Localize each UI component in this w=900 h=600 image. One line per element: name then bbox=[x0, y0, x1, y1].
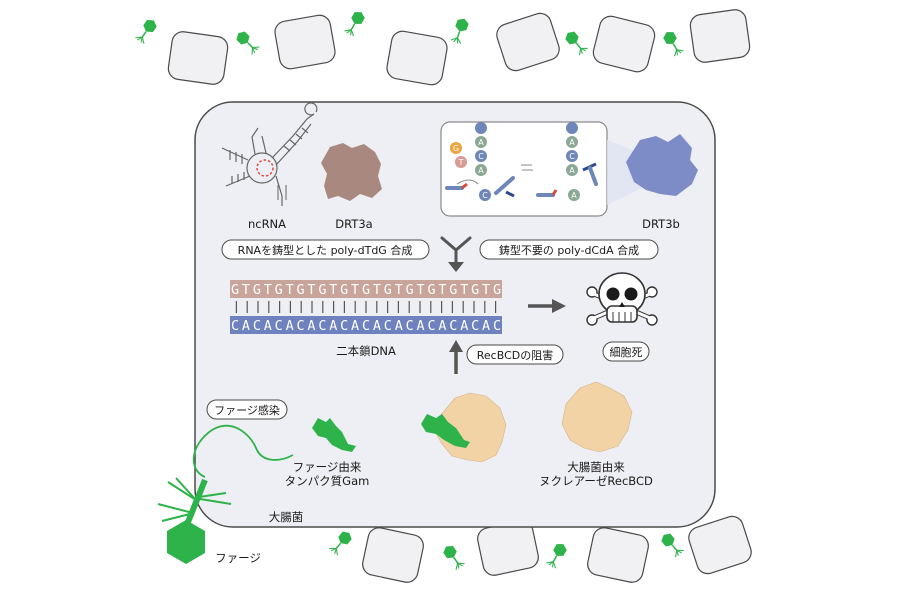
phage-label: ファージ bbox=[215, 551, 261, 565]
nuc-a-1: A bbox=[478, 138, 484, 147]
nuc-c-2: C bbox=[482, 191, 488, 200]
injected-phage-dna bbox=[192, 424, 294, 478]
drt3a-label: DRT3a bbox=[335, 217, 372, 231]
recbcd-label-line-2: ヌクレアーゼRecBCD bbox=[539, 474, 653, 488]
gam-label-line-2: タンパク質Gam bbox=[285, 474, 370, 488]
poly-dtdg-pill bbox=[221, 239, 430, 260]
ecoli-label: 大腸菌 bbox=[269, 510, 304, 524]
gam-bound bbox=[421, 414, 470, 448]
drt3a-protein bbox=[321, 143, 382, 201]
recbcd-label-line-1: 大腸菌由来 bbox=[567, 460, 625, 474]
nuc-g: G bbox=[453, 144, 459, 153]
merge-arrow bbox=[440, 236, 472, 264]
nucleotide-inset: G T A C A C A C A A bbox=[440, 121, 608, 217]
infection-text: ファージ感染 bbox=[214, 403, 280, 417]
dna-bottom-strand bbox=[230, 316, 502, 334]
dna-top-strand bbox=[230, 280, 502, 298]
gam-label-line-1: ファージ由来 bbox=[293, 460, 362, 474]
nuc-a-5: A bbox=[571, 191, 577, 200]
dna-bottom-sequence: CACACACACACACACACACACACAC bbox=[231, 319, 501, 334]
recbcd-block-pill bbox=[466, 344, 564, 365]
recbcd-block-text: RecBCDの阻害 bbox=[477, 348, 553, 362]
nuc-a-3: A bbox=[569, 138, 575, 147]
nuc-c-1: C bbox=[478, 152, 484, 161]
nuc-t: T bbox=[458, 158, 464, 167]
skull-icon bbox=[586, 272, 658, 326]
nuc-a-4: A bbox=[569, 166, 575, 175]
ncrna-label: ncRNA bbox=[248, 217, 286, 231]
gam-protein bbox=[312, 418, 356, 452]
dna-top-sequence: GTGTGTGTGTGTGTGTGTGTGTGTG bbox=[231, 283, 501, 298]
poly-dcda-text: 鋳型不要の poly-dCdA 合成 bbox=[499, 243, 639, 257]
phage-icon bbox=[157, 477, 232, 564]
dna-base-pairs bbox=[235, 301, 497, 313]
poly-dcda-pill bbox=[479, 239, 659, 260]
infection-pill bbox=[206, 399, 288, 420]
nuc-c-3: C bbox=[569, 152, 575, 161]
cell-death-text: 細胞死 bbox=[610, 346, 643, 359]
poly-dtdg-text: RNAを鋳型とした poly-dTdG 合成 bbox=[238, 243, 413, 257]
drt3b-label: DRT3b bbox=[642, 217, 680, 231]
cell-death-pill bbox=[602, 341, 650, 362]
ncrna-structure bbox=[221, 102, 318, 206]
dsdna-label: 二本鎖DNA bbox=[336, 344, 396, 358]
recbcd-protein bbox=[561, 381, 633, 453]
nuc-a-2: A bbox=[478, 166, 484, 175]
drt3b-protein bbox=[626, 134, 698, 196]
recbcd-gam-complex bbox=[433, 392, 507, 463]
